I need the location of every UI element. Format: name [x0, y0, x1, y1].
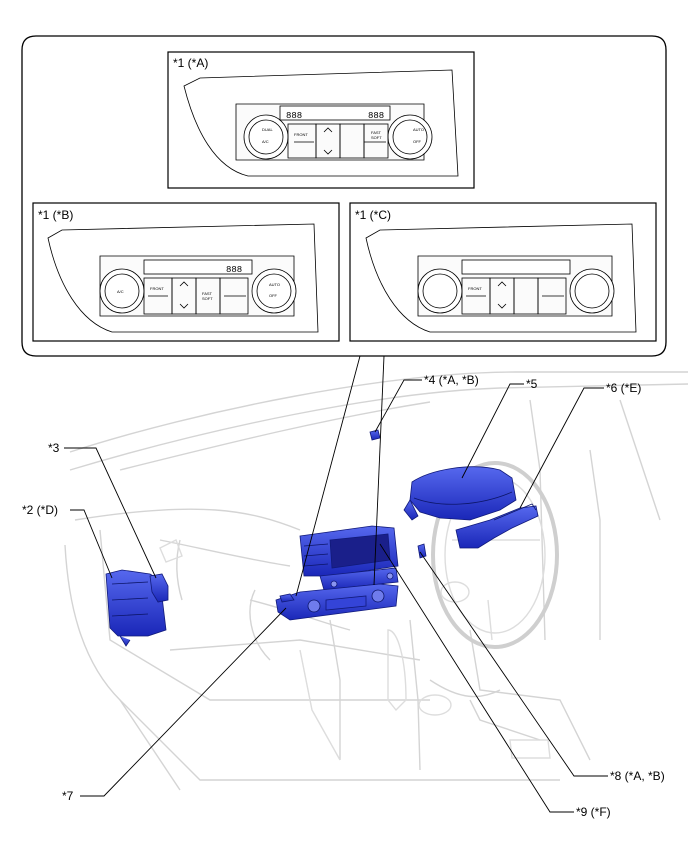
- ac-label-b: A/C: [117, 289, 124, 294]
- off-label-b: OFF: [269, 293, 278, 298]
- callout-1b: *1 (*B): [38, 208, 74, 222]
- panel-illustration-b: [47, 223, 319, 333]
- callout-1c: *1 (*C): [355, 208, 392, 222]
- callout-1a: *1 (*A): [173, 56, 209, 70]
- ac-label-a: A/C: [262, 139, 269, 144]
- part-6-switch: [455, 503, 539, 549]
- callout-2: *2 (*D): [22, 503, 59, 517]
- auto-label-a: AUTO: [413, 127, 424, 132]
- soft-label-a: SOFT: [371, 135, 382, 140]
- off-label-a: OFF: [413, 139, 422, 144]
- temp-digits-left: 888: [286, 111, 302, 121]
- panel-illustration-c: [365, 223, 637, 333]
- auto-label-b: AUTO: [269, 282, 280, 287]
- callout-3: *3: [48, 441, 60, 455]
- callout-4: *4 (*A, *B): [424, 373, 479, 387]
- fast-label-b: FAST: [202, 291, 213, 296]
- callout-5: *5: [526, 377, 538, 391]
- front-label-c: FRONT: [468, 286, 482, 291]
- soft-label-b: SOFT: [202, 296, 213, 301]
- dual-label: DUAL: [262, 127, 273, 132]
- callout-9: *9 (*F): [576, 805, 611, 819]
- highlighted-components: [105, 429, 539, 647]
- steering-wheel-ghost: [431, 461, 559, 649]
- fast-label-a: FAST: [371, 130, 382, 135]
- leader-lines: [64, 355, 608, 813]
- panel-illustration-a: [183, 69, 459, 177]
- callout-6: *6 (*E): [606, 381, 642, 395]
- part-3-duct: [149, 573, 169, 603]
- temp-digits-right: 888: [368, 111, 384, 121]
- part-7-ac-panel: [275, 583, 399, 621]
- part-9-display: [299, 525, 399, 591]
- callout-7: *7: [62, 789, 74, 803]
- temp-digits-b: 888: [226, 265, 242, 275]
- front-label-b: FRONT: [150, 286, 164, 291]
- front-label-a: FRONT: [294, 132, 308, 137]
- part-5-cluster: [403, 466, 517, 559]
- callout-8: *8 (*A, *B): [610, 769, 665, 783]
